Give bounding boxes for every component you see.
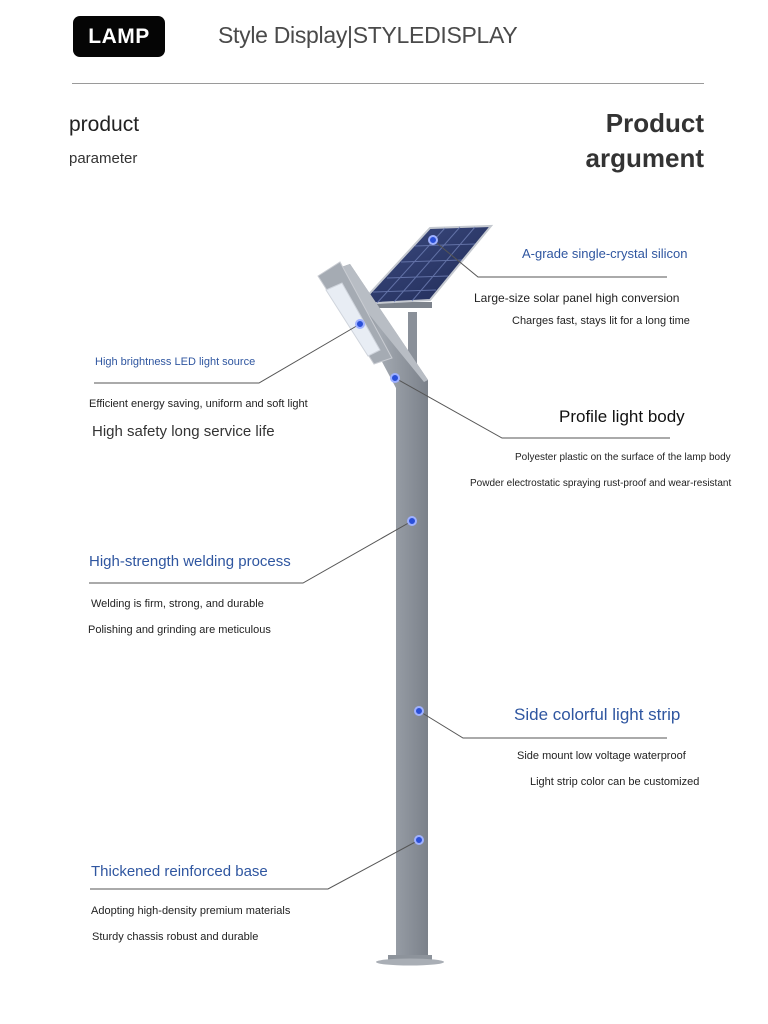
page-title: Style Display|STYLEDISPLAY (218, 22, 518, 48)
callout-base-title: Thickened reinforced base (91, 863, 268, 880)
lamp-badge: LAMP (73, 16, 165, 57)
solar-panel (357, 224, 494, 306)
marker-strip (414, 706, 424, 716)
intro-left-subtitle: parameter (69, 150, 138, 167)
callout-led-line1: Efficient energy saving, uniform and sof… (89, 398, 308, 410)
callout-welding-title: High-strength welding process (89, 553, 291, 570)
marker-body (390, 373, 400, 383)
intro-left-title: product (69, 113, 140, 136)
callout-body-line2: Powder electrostatic spraying rust-proof… (470, 478, 732, 489)
marker-welding (407, 516, 417, 526)
callout-markers (355, 235, 438, 845)
intro-right-line2: argument (585, 143, 704, 173)
leader-solar (432, 239, 667, 278)
lamp-base (376, 955, 444, 966)
leader-led (94, 323, 361, 384)
marker-solar (428, 235, 438, 245)
callout-led-title: High brightness LED light source (95, 356, 256, 368)
header-divider (72, 83, 704, 84)
leader-welding (89, 520, 413, 584)
callout-base-line2: Sturdy chassis robust and durable (92, 931, 259, 943)
callout-led-line2: High safety long service life (92, 423, 275, 440)
callout-strip-line1: Side mount low voltage waterproof (517, 750, 686, 762)
leader-lines (89, 239, 670, 890)
callout-solar-line2: Charges fast, stays lit for a long time (512, 315, 690, 327)
callout-welding-line2: Polishing and grinding are meticulous (88, 624, 271, 636)
marker-base (414, 835, 424, 845)
callout-body-line1: Polyester plastic on the surface of the … (515, 452, 731, 463)
callout-strip-line2: Light strip color can be customized (530, 776, 700, 788)
leader-strip (418, 710, 667, 739)
leader-base (90, 839, 420, 890)
lamp-pole (317, 261, 428, 962)
callout-body-title: Profile light body (559, 407, 685, 426)
callout-welding-line1: Welding is firm, strong, and durable (91, 598, 264, 610)
callout-solar-title: A-grade single-crystal silicon (522, 246, 688, 261)
leader-body (394, 377, 670, 439)
callout-base-line1: Adopting high-density premium materials (91, 905, 291, 917)
intro-right-line1: Product (605, 108, 704, 138)
panel-bracket (372, 302, 432, 372)
callout-strip-title: Side colorful light strip (514, 705, 681, 724)
callout-solar-line1: Large-size solar panel high conversion (474, 291, 680, 305)
marker-led (355, 319, 365, 329)
intro-right-title: Product argument (586, 106, 704, 176)
